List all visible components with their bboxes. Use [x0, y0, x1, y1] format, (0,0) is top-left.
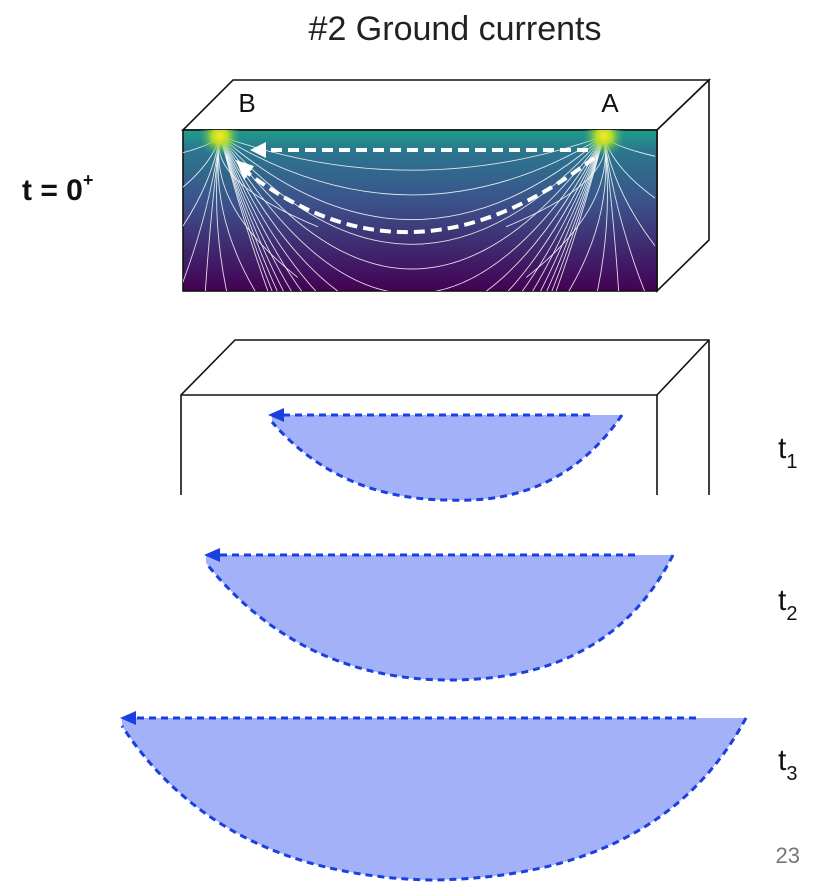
streamline	[219, 135, 605, 221]
time-label-t1: t1	[778, 432, 797, 473]
streamline	[219, 135, 605, 196]
current-region-t2	[206, 555, 673, 680]
time-label-t0: t = 0+	[22, 170, 93, 207]
current-zone-t3	[120, 711, 748, 882]
current-boundary-t1	[270, 414, 624, 502]
streamline	[219, 135, 605, 291]
electrode-label-a: A	[601, 88, 619, 118]
time-label-t3: t3	[778, 744, 797, 785]
current-direction-arrow-icon	[268, 408, 284, 422]
streamline	[603, 135, 620, 291]
streamline	[219, 135, 605, 291]
time-label-t2: t2	[778, 584, 797, 625]
field-streamlines	[183, 130, 655, 291]
streamline	[219, 135, 605, 291]
current-direction-arrow-icon	[204, 548, 220, 562]
deep-current-path	[242, 156, 596, 235]
block-top-right-edge	[656, 339, 710, 396]
block-top-face	[181, 79, 711, 131]
current-direction-arrow-icon	[250, 142, 266, 158]
page-number: 23	[776, 843, 800, 868]
current-zone-t1	[268, 408, 624, 502]
streamline	[219, 135, 605, 291]
streamline	[204, 135, 221, 291]
streamline	[219, 135, 605, 291]
current-direction-arrow-icon	[120, 711, 136, 725]
electrode-b-glow	[198, 130, 242, 158]
streamline	[219, 135, 605, 291]
streamline	[219, 135, 605, 291]
streamline	[219, 135, 605, 270]
current-boundary-t2	[204, 554, 675, 682]
ground-block-t0: B A	[181, 78, 711, 293]
current-boundary-t3	[120, 717, 748, 882]
current-direction-arrow-icon	[236, 160, 254, 180]
current-region-t1	[272, 415, 622, 501]
slide-title: #2 Ground currents	[309, 10, 602, 48]
electrode-a-glow	[582, 130, 626, 158]
current-region-t3	[122, 718, 746, 880]
electrode-label-b: B	[238, 88, 255, 118]
current-zone-t2	[204, 548, 675, 682]
